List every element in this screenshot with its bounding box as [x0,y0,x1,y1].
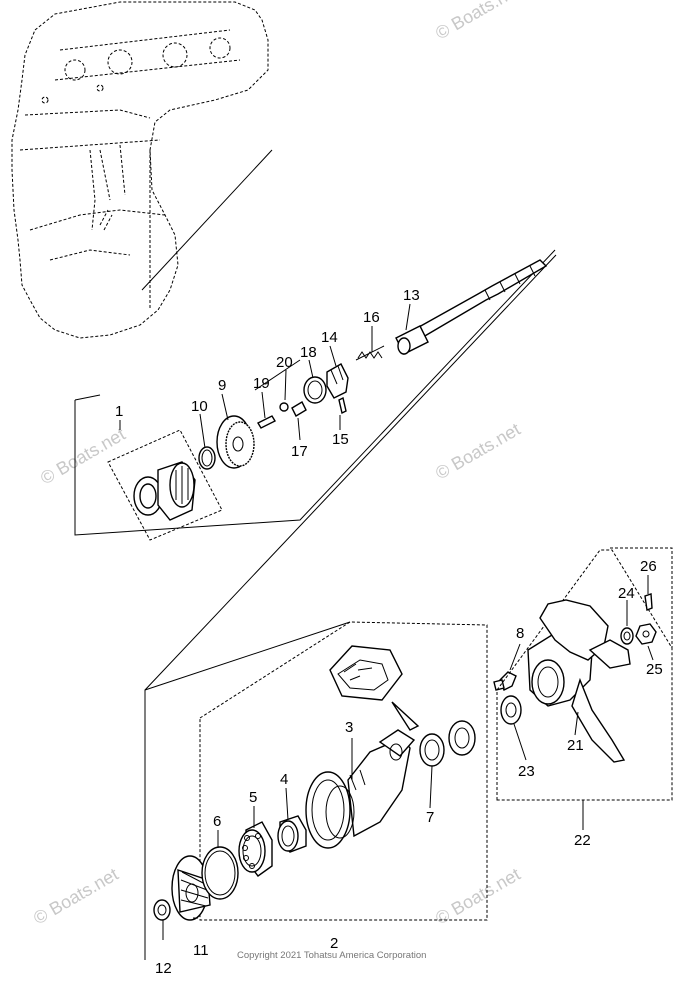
callout-6: 6 [213,813,221,830]
callout-22: 22 [574,832,591,849]
assembly-leaders [74,149,557,960]
callout-16: 16 [363,309,380,326]
callout-numbers: 1 2 3 4 5 6 7 8 9 10 11 12 13 14 15 16 1… [115,287,663,977]
callout-15: 15 [332,431,349,448]
part-21-propeller [527,599,631,763]
callout-12: 12 [155,960,172,977]
callout-8: 8 [516,625,524,642]
watermarks: © Boats.net © Boats.net © Boats.net © Bo… [30,0,524,928]
callout-3: 3 [345,719,353,736]
callout-7: 7 [426,809,434,826]
callout-19: 19 [253,375,270,392]
callout-24: 24 [618,585,635,602]
watermark-top-right: © Boats.net [432,0,524,43]
callout-2: 2 [330,935,338,952]
callout-23: 23 [518,763,535,780]
callout-1: 1 [115,403,123,420]
callout-11: 11 [193,942,209,959]
part-10-shim [198,446,216,470]
part-16-spring [355,345,385,361]
part-24-washer [620,627,634,645]
callout-10: 10 [191,398,208,415]
part-13-propeller-shaft [395,259,548,355]
callout-5: 5 [249,789,257,806]
callout-17: 17 [291,443,308,460]
watermark-right: © Boats.net [432,419,524,483]
part-4-needle-bearing [277,815,307,853]
part-17-clutch [291,401,307,417]
callout-21: 21 [567,737,584,754]
part-6-o-ring [201,846,239,900]
part-12-washer [153,899,171,921]
callout-leaders [119,303,654,940]
part-23-thrust-washer [500,695,522,725]
detail-inset [329,645,420,731]
callout-26: 26 [640,558,657,575]
part-26-box [610,547,673,650]
part-26-cotter-pin [644,593,653,611]
watermark-left: © Boats.net [37,424,129,488]
callout-20: 20 [276,354,293,371]
copyright-notice: Copyright 2021 Tohatsu America Corporati… [237,950,426,961]
callout-14: 14 [321,329,338,346]
callout-9: 9 [218,377,226,394]
part-7-seals [419,720,476,767]
watermark-bottom-right: © Boats.net [432,864,524,928]
watermark-bottom-left: © Boats.net [30,864,122,928]
part-19-pin [257,415,276,429]
part-8-bolt [493,671,517,691]
part-5-ball-bearing [238,821,273,877]
part-25-nut [635,623,657,645]
part-22-box [496,549,673,801]
part-14-gear [326,363,349,399]
part-3-shaft-housing [305,729,416,849]
part-15-pin [338,396,347,415]
gear-case-housing [11,1,269,339]
callout-25: 25 [646,661,663,678]
part-20-ball [279,402,289,412]
callout-18: 18 [300,344,317,361]
part-9-bevel-gear [216,415,255,469]
part-1-bearing [107,429,223,541]
callout-13: 13 [403,287,420,304]
part-18-ring [303,376,327,404]
callout-4: 4 [280,771,288,788]
